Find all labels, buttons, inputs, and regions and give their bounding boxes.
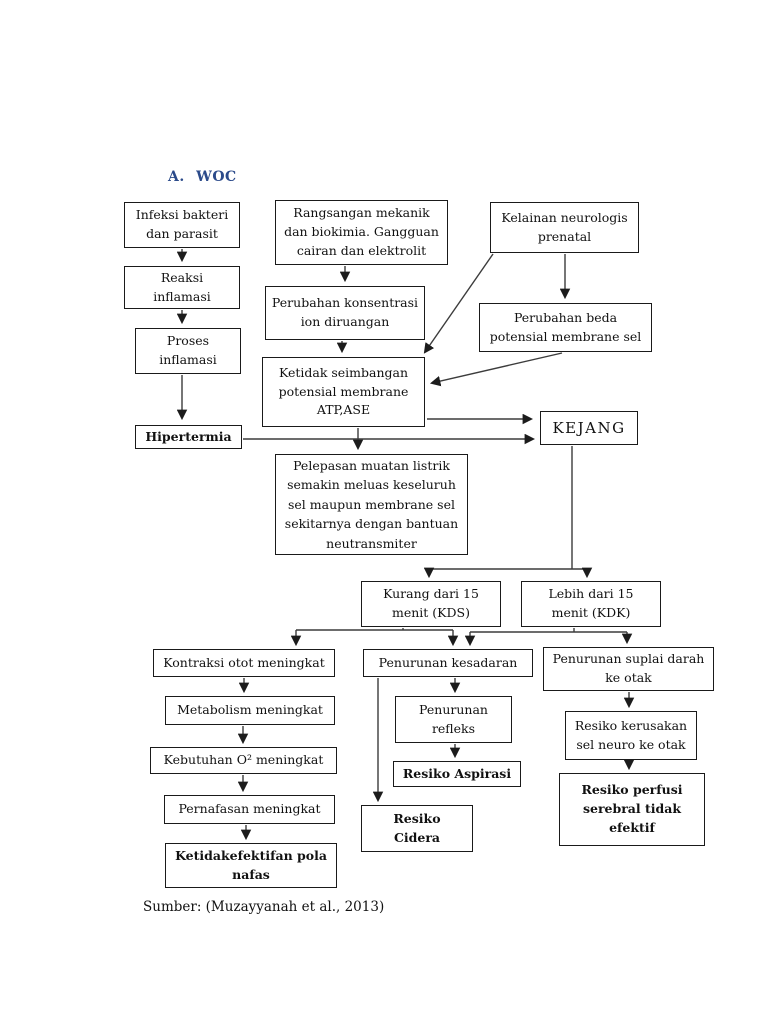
node-penurunan-refleks: Penurunan refleks [395, 696, 512, 743]
arrow-kelainan-to-ketidak [423, 253, 494, 354]
source-citation: Sumber: (Muzayyanah et al., 2013) [143, 899, 385, 915]
node-ketidak-seimbangan: Ketidak seimbangan potensial membrane AT… [262, 357, 425, 427]
node-resiko-kerusakan-sel-neuro: Resiko kerusakan sel neuro ke otak [565, 711, 697, 760]
node-lebih-dari-15-menit: Lebih dari 15 menit (KDK) [521, 581, 661, 627]
node-hipertermia: Hipertermia [135, 425, 242, 449]
node-metabolism-meningkat: Metabolism meningkat [165, 696, 335, 725]
node-ketidakefektifan-pola-nafas: Ketidakefektifan pola nafas [165, 843, 337, 888]
node-resiko-perfusi-serebral: Resiko perfusi serebral tidak efektif [559, 773, 705, 846]
node-reaksi-inflamasi: Reaksi inflamasi [124, 266, 240, 309]
node-resiko-aspirasi: Resiko Aspirasi [393, 761, 521, 787]
node-perubahan-konsentrasi: Perubahan konsentrasi ion diruangan [265, 286, 425, 340]
node-kebutuhan-o2: Kebutuhan O² meningkat [150, 747, 337, 774]
node-resiko-cidera: Resiko Cidera [361, 805, 473, 852]
node-kontraksi-otot: Kontraksi otot meningkat [153, 649, 335, 677]
node-pernafasan-meningkat: Pernafasan meningkat [164, 795, 335, 824]
node-penurunan-kesadaran: Penurunan kesadaran [363, 649, 533, 677]
node-infeksi-bakteri: Infeksi bakteri dan parasit [124, 202, 240, 248]
node-kelainan-neurologis: Kelainan neurologis prenatal [490, 202, 639, 253]
node-kejang: KEJANG [540, 411, 638, 445]
page-title: A. WOC [168, 169, 237, 185]
node-proses-inflamasi: Proses inflamasi [135, 328, 241, 374]
node-penurunan-suplai-darah: Penurunan suplai darah ke otak [543, 647, 714, 691]
node-perubahan-beda-potensial: Perubahan beda potensial membrane sel [479, 303, 652, 352]
node-kurang-dari-15-menit: Kurang dari 15 menit (KDS) [361, 581, 501, 627]
node-rangsangan-mekanik: Rangsangan mekanik dan biokimia. Ganggua… [275, 200, 448, 265]
arrow-perubahan-beda-to-ketidak [429, 352, 563, 387]
node-pelepasan-muatan-listrik: Pelepasan muatan listrik semakin meluas … [275, 454, 468, 555]
